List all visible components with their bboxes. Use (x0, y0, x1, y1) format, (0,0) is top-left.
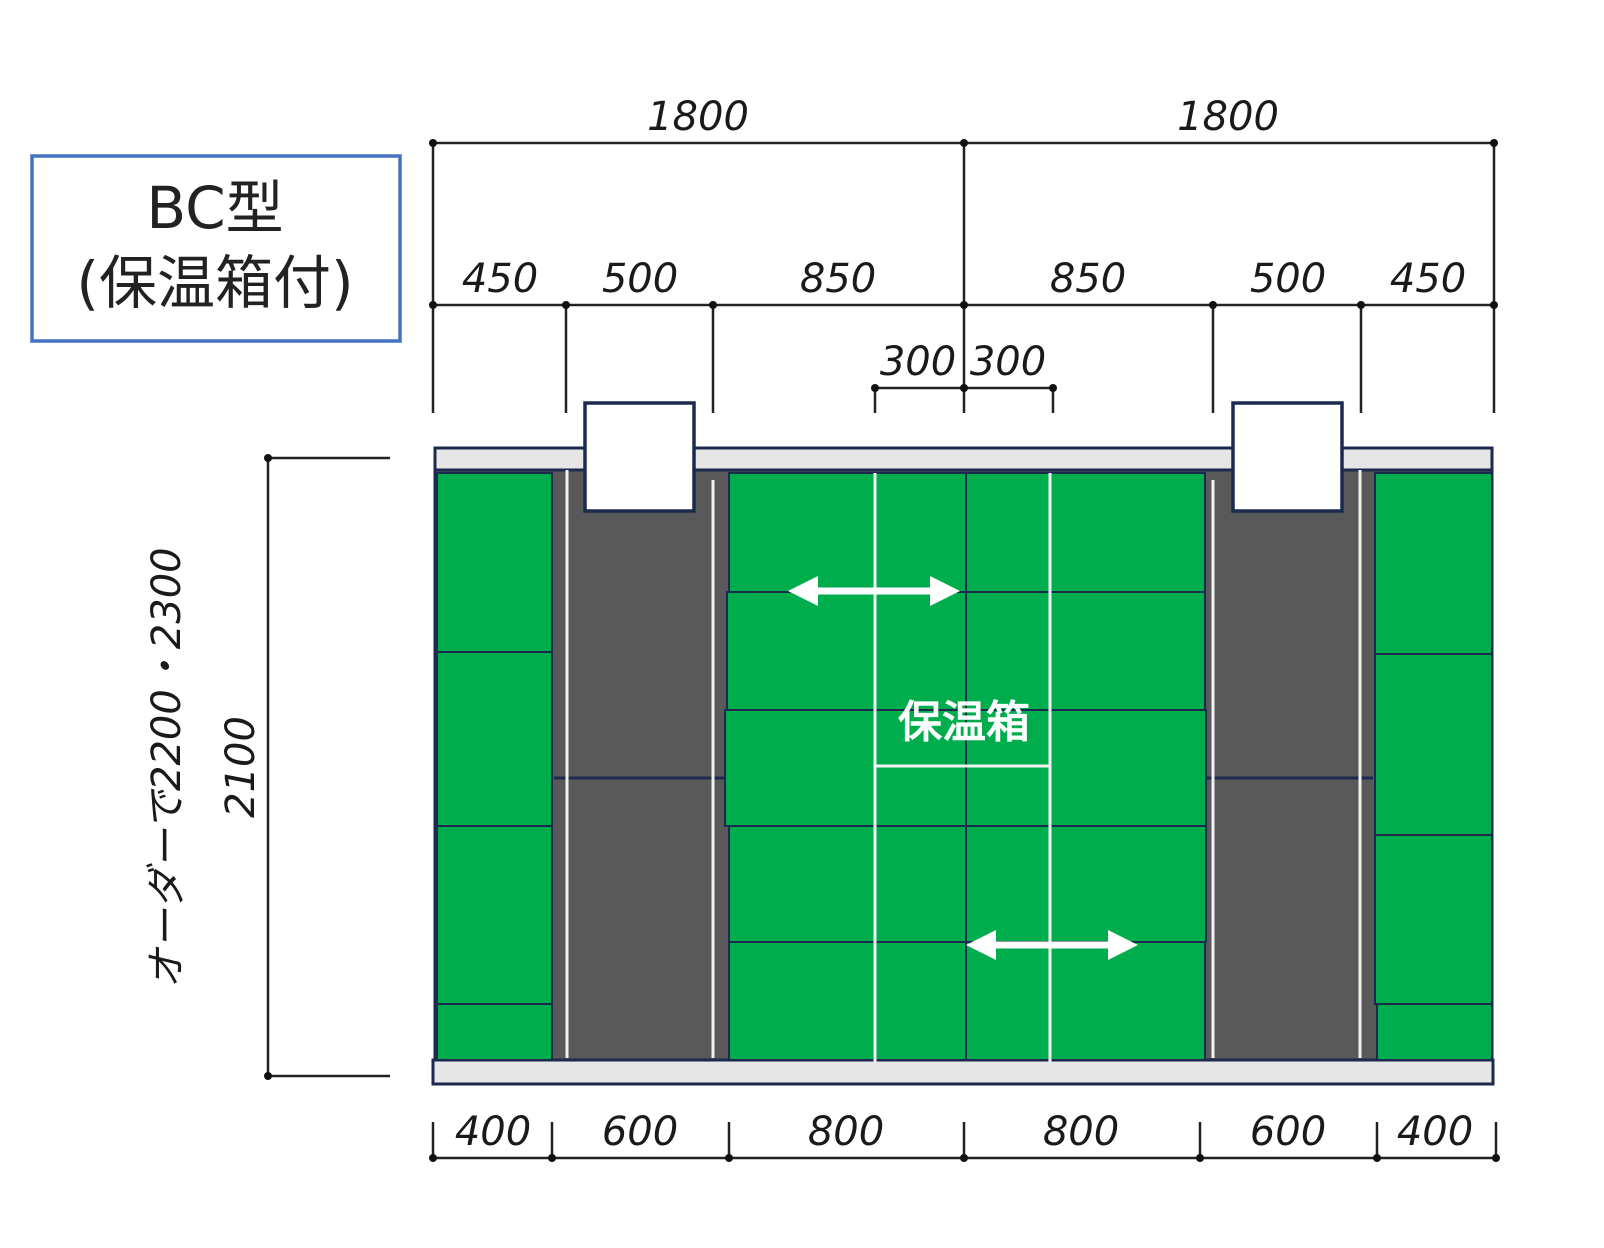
dim-bottom: 400 (1397, 1109, 1473, 1155)
dim-seg: 850 (800, 256, 876, 302)
dim-bottom: 800 (808, 1109, 884, 1155)
dim-bottom: 600 (1250, 1109, 1326, 1155)
top-rail (433, 446, 1494, 472)
dim-total-left: 1800 (647, 94, 749, 140)
dim-center: 300 (880, 339, 956, 385)
dim-bottom: 600 (602, 1109, 678, 1155)
side-dimensions: 2100 オーダーで2200・2300 (144, 454, 390, 1080)
dim-seg: 500 (602, 256, 678, 302)
double-arrow-icon (966, 930, 1138, 960)
top-dimensions: 1800 1800 450 500 850 850 500 450 300 30… (429, 94, 1498, 413)
insulated-box-label: 保温箱 (898, 697, 1030, 748)
handle-box-right (1231, 401, 1344, 513)
bottom-dimensions: 400 600 800 800 600 400 (429, 1109, 1500, 1162)
center-panels (724, 472, 1207, 1061)
dim-total-right: 1800 (1177, 94, 1279, 140)
title-line1: BC型 (146, 174, 283, 242)
dim-bottom: 800 (1043, 1109, 1119, 1155)
title-box: BC型 (保温箱付) (30, 154, 402, 343)
cabinet-body: 保温箱 (431, 401, 1495, 1086)
left-panels (436, 472, 553, 1061)
dim-height: 2100 (218, 716, 264, 818)
bottom-rail (431, 1058, 1495, 1086)
title-line2: (保温箱付) (76, 249, 353, 317)
dim-seg: 500 (1250, 256, 1326, 302)
dim-seg: 850 (1050, 256, 1126, 302)
right-panels (1374, 472, 1493, 1061)
dim-seg: 450 (1390, 256, 1466, 302)
dim-bottom: 400 (455, 1109, 531, 1155)
handle-box-left (583, 401, 696, 513)
dim-custom-height: オーダーで2200・2300 (144, 547, 190, 988)
dim-seg: 450 (462, 256, 538, 302)
dim-center: 300 (970, 339, 1046, 385)
double-arrow-icon (788, 576, 960, 606)
